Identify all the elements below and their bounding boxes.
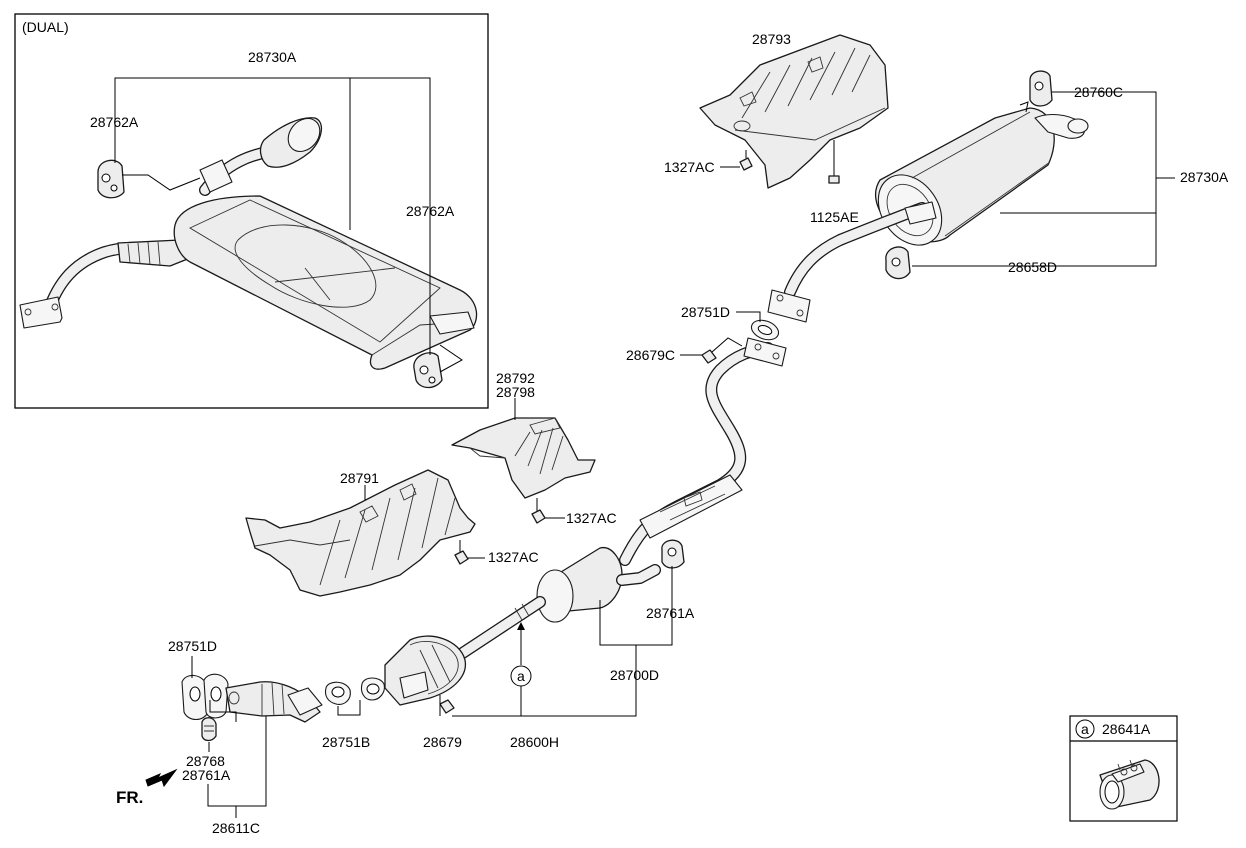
gasket-28751B [324, 681, 351, 705]
label-28791: 28791 [340, 470, 379, 486]
inset-muffler [173, 195, 478, 370]
label-1327AC-low: 1327AC [488, 549, 539, 565]
inset-frame [14, 13, 489, 409]
inset-tail-pipes [199, 117, 323, 196]
label-28760C: 28760C [1074, 84, 1123, 100]
nut-1327AC-low [454, 540, 469, 565]
heat-shield-28793 [699, 34, 889, 189]
inset-hanger-right [413, 352, 443, 389]
label-28751D-lower: 28751D [168, 638, 217, 654]
inset-inlet-pipe [19, 239, 191, 329]
label-28600H: 28600H [510, 734, 559, 750]
callout-a-marker: a [517, 668, 525, 684]
label-28679: 28679 [423, 734, 462, 750]
label-28751D-upper: 28751D [681, 304, 730, 320]
label-28762A-right: 28762A [406, 203, 455, 219]
label-28751B: 28751B [322, 734, 370, 750]
clamp-28641A [1099, 759, 1160, 810]
label-1125AE: 1125AE [810, 209, 859, 225]
nut-1327AC-top [739, 150, 753, 171]
front-arrow-icon [145, 768, 178, 788]
hanger-28658D [885, 246, 911, 280]
nut-1327AC-mid [531, 498, 546, 524]
label-28679C: 28679C [626, 347, 675, 363]
rear-muffler [875, 101, 1089, 246]
hanger-28760C [1029, 70, 1053, 107]
catalytic-converter [360, 635, 467, 706]
label-28700D: 28700D [610, 667, 659, 683]
dual-inset: (DUAL) [14, 13, 489, 409]
heat-shield-28792 [451, 417, 596, 499]
legend-box-28641A: a 28641A [1069, 715, 1178, 822]
bolt-1125AE [828, 140, 840, 184]
center-pipe-assy [446, 337, 787, 666]
heat-shield-28791 [245, 469, 476, 597]
label-1327AC-top: 1327AC [664, 159, 715, 175]
label-28793: 28793 [752, 31, 791, 47]
legend-marker: a [1081, 721, 1089, 737]
legend-part-number: 28641A [1102, 721, 1151, 737]
hanger-28768 [201, 717, 217, 742]
gasket-28751D-upper [750, 319, 780, 341]
nut-28679 [439, 699, 455, 714]
label-28730A-inset: 28730A [248, 49, 297, 65]
hanger-28761A-right [661, 539, 685, 569]
label-28762A-left: 28762A [90, 114, 139, 130]
label-28761A-left: 28761A [182, 767, 231, 783]
rear-tail-pipe [767, 201, 937, 323]
callout-a: a [510, 622, 532, 716]
nut-28679C [701, 349, 717, 364]
label-28658D: 28658D [1008, 259, 1057, 275]
label-28768: 28768 [186, 753, 225, 769]
label-28730A-main: 28730A [1180, 169, 1229, 185]
label-28761A-right: 28761A [646, 605, 695, 621]
label-28611C: 28611C [212, 820, 260, 836]
inset-hanger-left [97, 159, 125, 199]
label-28792: 28792 [496, 370, 535, 386]
front-label: FR. [116, 788, 143, 807]
label-28798: 28798 [496, 384, 535, 400]
front-direction-marker: FR. [116, 768, 178, 807]
front-pipe [181, 673, 323, 723]
inset-title: (DUAL) [22, 19, 69, 35]
label-1327AC-mid: 1327AC [566, 510, 617, 526]
